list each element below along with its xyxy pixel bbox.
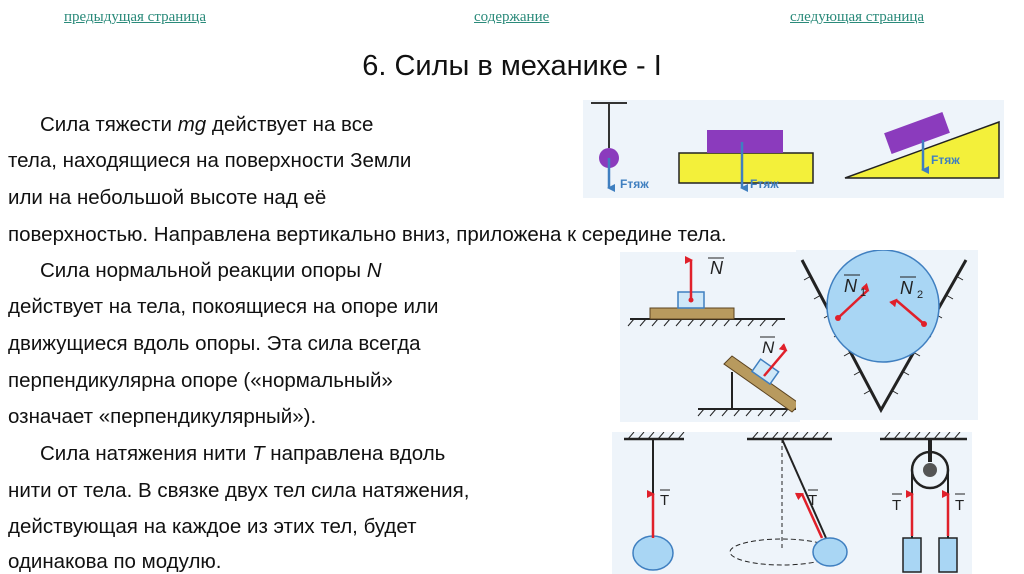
normal-label: N: [710, 258, 724, 278]
page-title: 6. Силы в механике - I: [362, 50, 662, 82]
n1-label: N: [844, 276, 858, 296]
gravity-line-2: тела, находящиеся на поверхности Земли: [8, 149, 412, 172]
tension-line-3: действующая на каждое из этих тел, будет: [8, 515, 417, 538]
prev-page-link[interactable]: предыдущая страница: [64, 9, 206, 25]
tension-line-4: одинакова по модулю.: [8, 550, 222, 573]
contact-point: [921, 321, 927, 327]
contact-point: [688, 297, 694, 303]
contact-point: [835, 315, 841, 321]
gravity-line-1: Сила тяжести mg действует на все: [40, 113, 373, 137]
n1-subscript: 1: [860, 287, 866, 299]
tension-label: T: [955, 497, 964, 514]
wood-plank: [649, 307, 735, 320]
gravity-label: Fтяж: [750, 177, 779, 191]
weight-right: [938, 537, 958, 573]
n2-label: N: [900, 278, 914, 298]
tension-label: T: [808, 492, 817, 509]
block: [707, 130, 783, 153]
normal-line-2: действует на тела, покоящиеся на опоре и…: [8, 295, 439, 318]
contents-link[interactable]: содержание: [474, 9, 550, 25]
ground-hatch: [627, 318, 779, 327]
gravity-var: mg: [177, 113, 207, 136]
n1-arrow: [837, 282, 870, 319]
n2-subscript: 2: [917, 289, 923, 301]
block-on-incline: [884, 112, 950, 154]
normal-line-5: означает «перпендикулярный»).: [8, 405, 317, 428]
tension-label: T: [660, 492, 669, 509]
weight-left: [902, 537, 922, 573]
box-on-incline: [750, 358, 780, 386]
tension-arrow: [794, 492, 824, 539]
normal-line-4: перпендикулярна опоре («нормальный»: [8, 369, 393, 392]
tension-figure: T T T T: [612, 432, 972, 574]
tension-text: Сила натяжения нити: [40, 442, 253, 465]
thread: [781, 438, 827, 539]
next-page-link[interactable]: следующая страница: [790, 9, 925, 25]
ceiling-hatch: [883, 432, 961, 440]
ceiling-hatch: [627, 432, 685, 440]
inclined-plank: [723, 355, 800, 413]
normal-text: Сила нормальной реакции опоры: [40, 259, 367, 282]
gravity-label: Fтяж: [620, 177, 649, 191]
gravity-figure: Fтяж Fтяж Fтяж: [583, 100, 1004, 198]
ball: [632, 535, 674, 571]
tension-text: направлена вдоль: [264, 442, 446, 465]
normal-var: N: [366, 259, 382, 282]
gravity-line-3: или на небольшой высоте над её: [8, 186, 327, 209]
normal-label: N: [762, 338, 775, 357]
surface: [678, 152, 814, 184]
ground-hatch: [697, 408, 789, 417]
tension-var: T: [252, 442, 265, 465]
ball: [826, 250, 940, 363]
normal-line-3: движущиеся вдоль опоры. Эта сила всегда: [8, 332, 421, 355]
ceiling-hatch: [751, 432, 829, 440]
ball: [812, 537, 848, 567]
normal-arrow: [763, 343, 788, 377]
gravity-label: Fтяж: [931, 153, 960, 167]
gravity-line-4: поверхностью. Направлена вертикально вни…: [8, 223, 727, 246]
normal-figure-flat-incline: N N: [620, 252, 800, 422]
pulley-axle: [923, 463, 937, 477]
tension-line-1: Сила натяжения нити T направлена вдоль: [40, 442, 445, 466]
gravity-text: действует на все: [206, 113, 374, 136]
tension-line-2: нити от тела. В связке двух тел сила нат…: [8, 479, 470, 502]
n2-arrow: [889, 298, 925, 325]
normal-figure-v-groove: N 1 N 2: [796, 250, 978, 420]
gravity-text: Сила тяжести: [40, 113, 178, 136]
normal-line-1: Сила нормальной реакции опоры N: [40, 259, 382, 283]
tension-label: T: [892, 497, 901, 514]
